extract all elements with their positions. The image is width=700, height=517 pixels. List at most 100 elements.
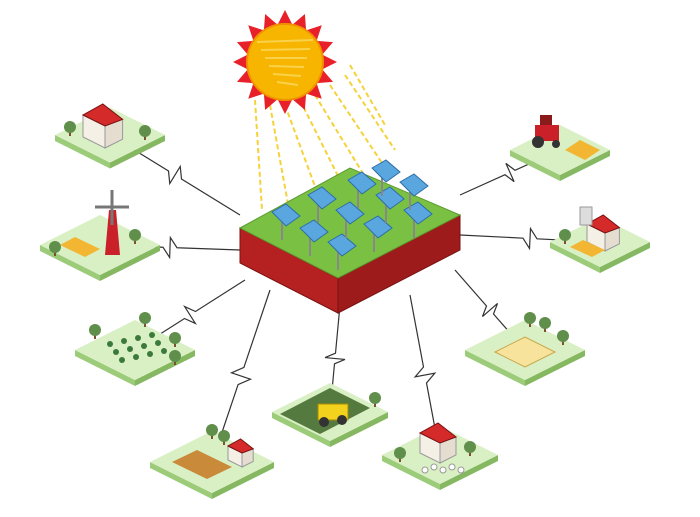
solar-panel [335,201,365,225]
sun-ray [349,64,386,126]
tree-crown [89,324,101,336]
crop-plant [161,348,167,354]
tree-crown [64,121,76,133]
tree-crown [169,332,181,344]
windmill-tile [40,190,160,281]
hay-bales [570,240,605,257]
tile-side [75,350,135,386]
tile-side [382,455,440,490]
tractor-wheel [532,136,544,148]
crop-plant [121,338,127,344]
tile-side [600,242,650,273]
tree-crown [524,312,536,324]
crop-plant [127,346,133,352]
tile-ground [40,215,160,275]
tile-side [150,462,212,499]
tractor-wheel [552,140,560,148]
house-roof [81,103,124,127]
tile-side [110,135,165,169]
tree-crown [557,330,569,342]
farmhouse-tile [55,103,165,169]
wire [134,279,246,351]
windmill-tower [105,210,120,255]
sheep [439,466,447,474]
sun-ray [344,74,396,151]
solar-panel [371,159,401,183]
house-tile [550,206,650,273]
tractor-cab [540,115,552,125]
solar-panel [347,171,377,195]
sun-texture [260,48,311,51]
crop-plant [155,340,161,346]
tree-crown [169,350,181,362]
orchard-tile [75,312,195,386]
tree-crown [139,125,151,137]
tile-side [55,135,110,169]
tree-crown [206,424,218,436]
sheep [430,463,438,471]
tile-side [525,350,585,386]
solar-panel [399,173,429,197]
crop-plant [135,335,141,341]
harvester-wheel [337,415,347,425]
tractor-tile [510,115,610,181]
crop-rows [172,450,232,479]
solar-panel [363,215,393,239]
sun-ray [254,99,263,211]
sun-rays [254,64,396,216]
tile-side [212,462,274,499]
crop-field-tile [150,424,274,499]
crop-plant [147,351,153,357]
sun-ray [314,94,371,186]
wire [109,134,241,216]
house-roof [585,214,621,234]
tree-crown [559,229,571,241]
pond [493,336,557,368]
crop-plant [149,332,155,338]
solar-panel [299,219,329,243]
wire [459,226,601,251]
harvester-tile [272,383,388,447]
solar-panel-block [238,159,462,314]
connection-wires [99,134,601,463]
tree-crown [139,312,151,324]
sun-texture [272,73,302,77]
crop-plant [107,341,113,347]
wire [409,294,441,456]
tree-crown [129,229,141,241]
hay-bales [60,237,100,257]
tree-crown [369,392,381,404]
tile-side [550,242,600,273]
sun-icon [233,10,337,114]
sheep [448,463,456,471]
pond-tile [465,312,585,386]
tree-crown [49,241,61,253]
crop-plant [141,343,147,349]
solar-panel [327,233,357,257]
tile-side [560,150,610,181]
tile-side [272,412,330,447]
sheep [421,466,429,474]
tile-side [465,350,525,386]
hay-bales [565,140,600,160]
wire [454,269,526,351]
crop-plant [113,349,119,355]
solar-panel [271,203,301,227]
sun-ray [269,104,291,216]
tree-crown [539,317,551,329]
tree-crown [218,430,230,442]
wire [459,149,561,196]
sun-ray [284,104,321,201]
house-roof [418,422,458,444]
wire [324,304,346,413]
tile-side [440,455,498,490]
sheep [457,466,465,474]
sun-core [246,23,324,101]
tree-crown [464,441,476,453]
tile-side [330,412,388,447]
windmill-blades [95,190,129,225]
solar-panel [307,186,337,210]
crop-plant [133,354,139,360]
harvester-wheel [319,417,329,427]
